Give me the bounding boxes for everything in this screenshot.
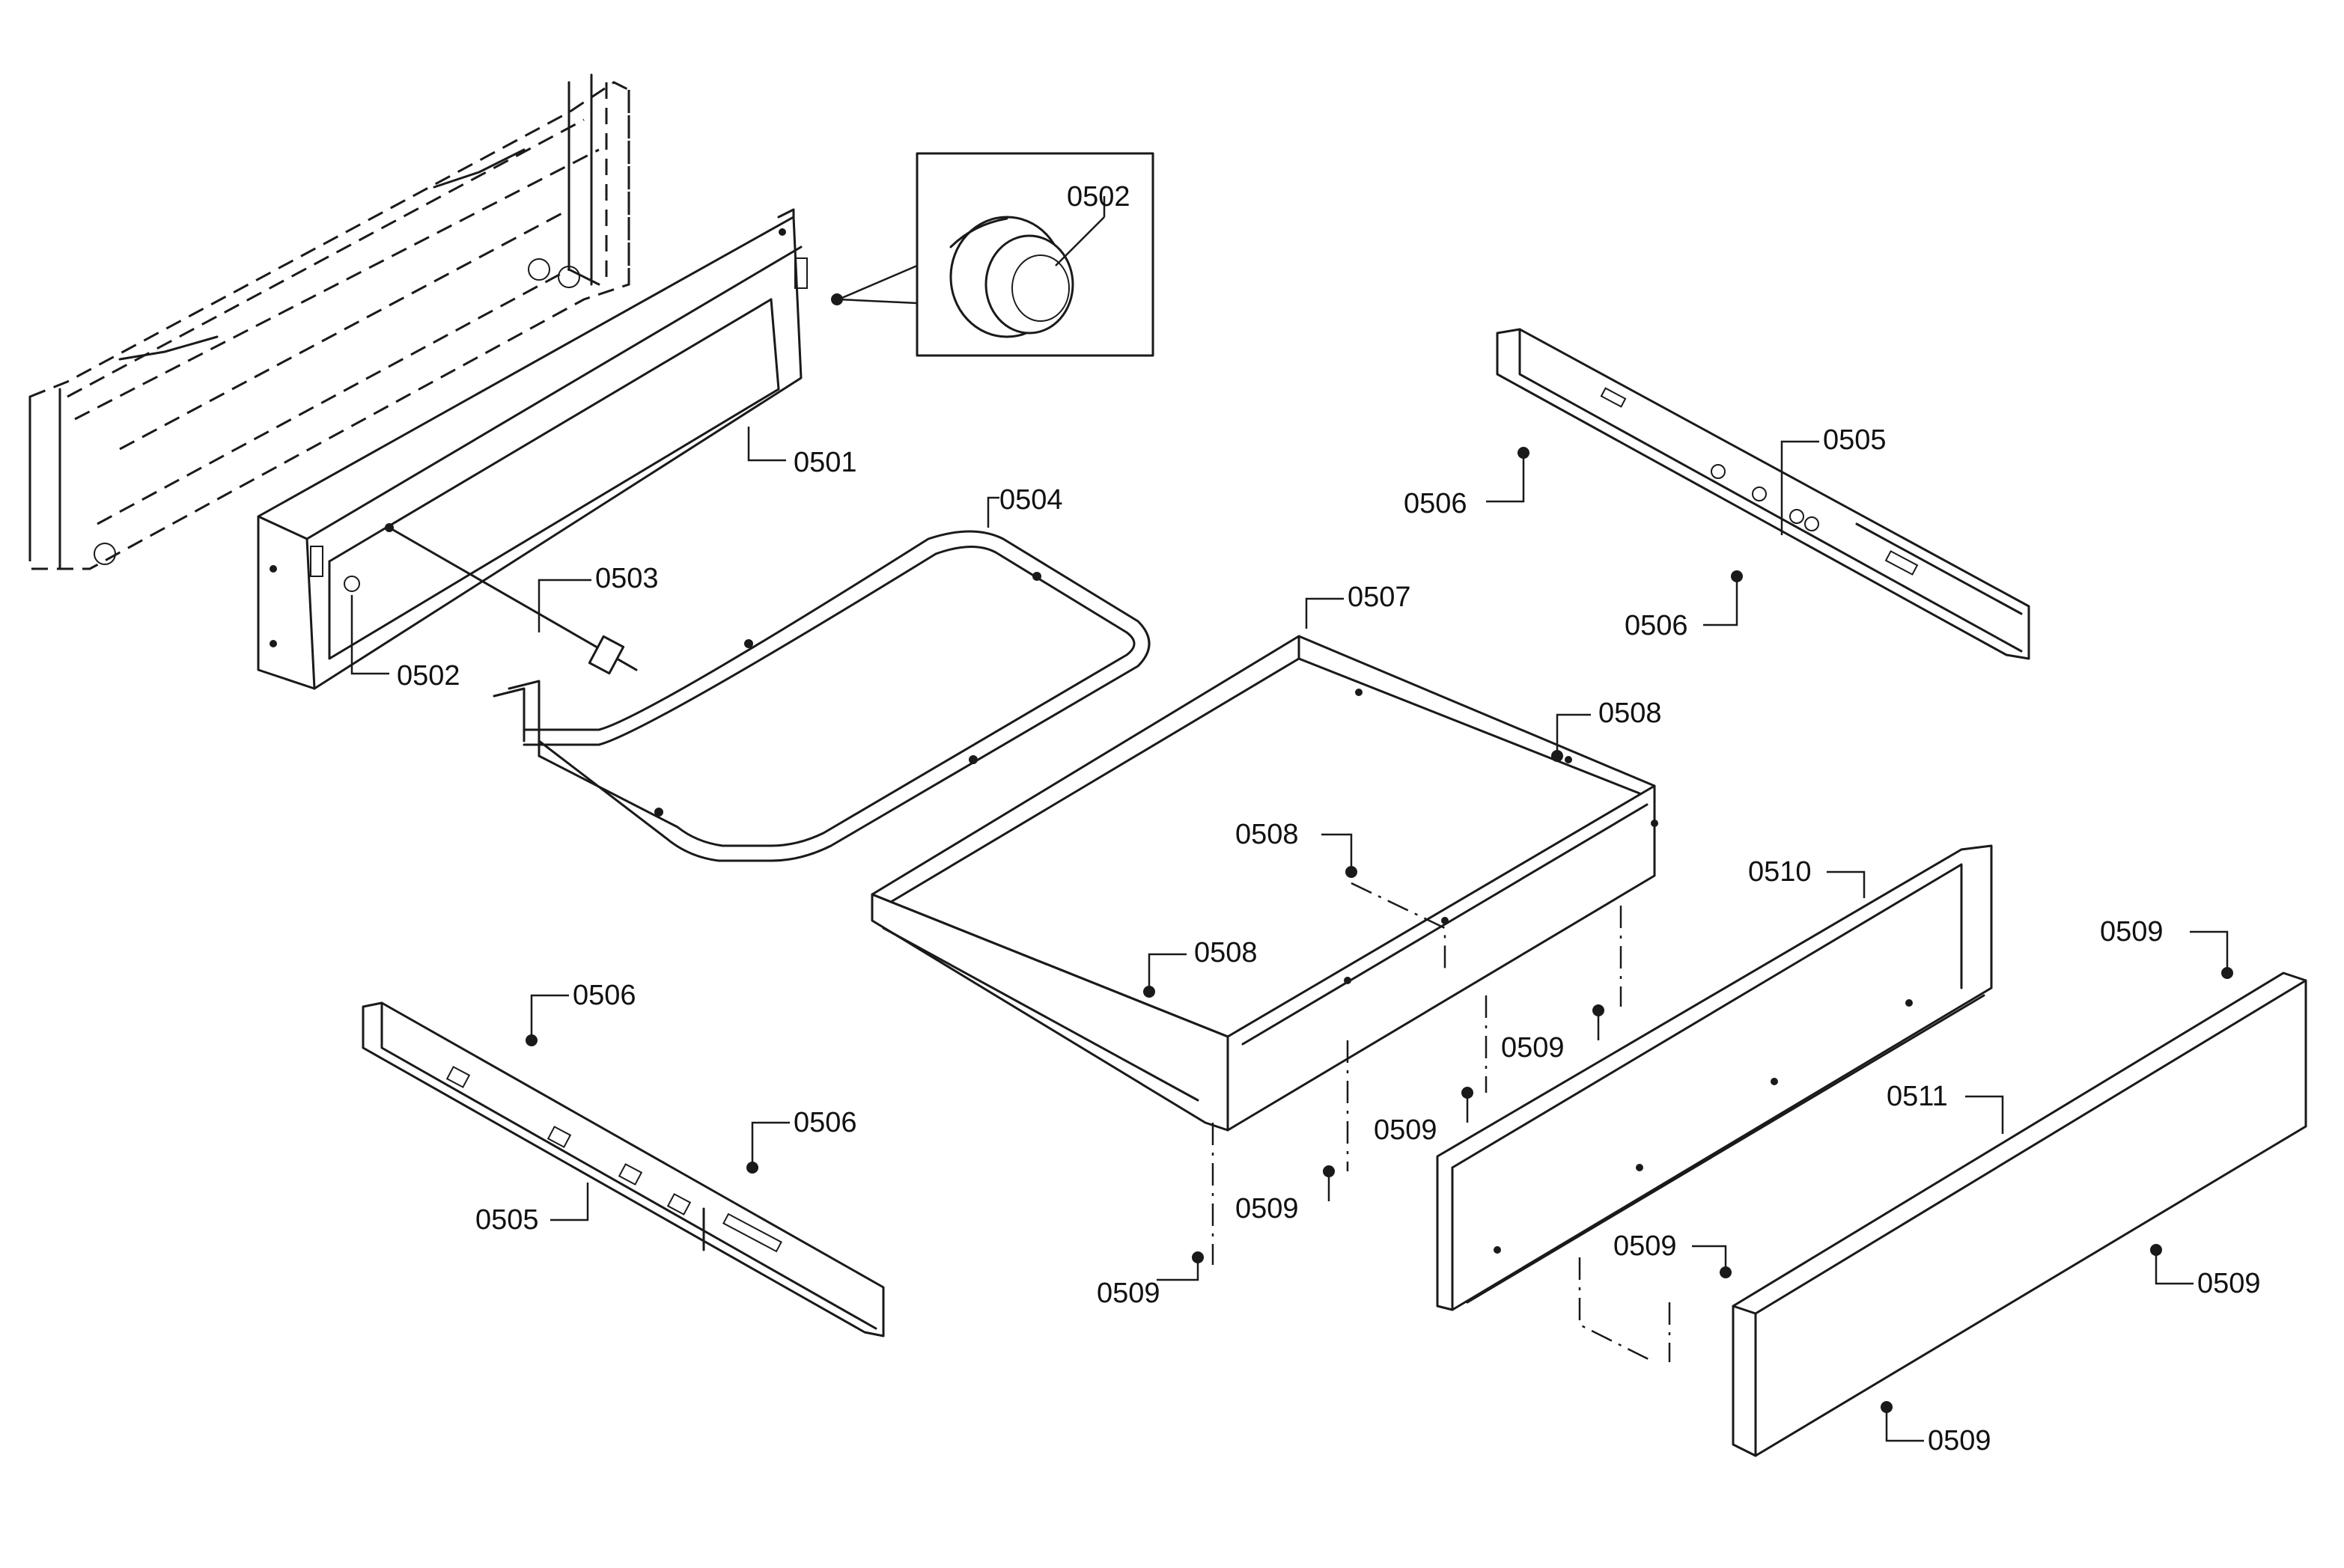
slide-rail-0505-bottom [362, 1001, 885, 1337]
label-0505-top: 0505 [1823, 424, 1887, 456]
label-0502-callout: 0502 [1067, 181, 1130, 213]
front-frame-0501 [257, 208, 808, 690]
label-0505-bottom: 0505 [475, 1204, 539, 1236]
label-0509-c: 0509 [1374, 1114, 1437, 1146]
probe-rod-0503 [385, 523, 638, 675]
inner-panel-0510 [1436, 844, 1993, 1311]
label-0509-f: 0509 [1613, 1230, 1677, 1262]
label-0506-bottom-b: 0506 [794, 1107, 857, 1138]
assembly-paths [1211, 882, 1671, 1364]
cabinet-frame-dashed [28, 73, 630, 570]
label-0509-a: 0509 [2100, 916, 2164, 948]
drawer-box-0507 [871, 635, 1658, 1132]
leader-lines [350, 427, 2229, 1442]
label-0509-d: 0509 [1235, 1193, 1299, 1224]
slide-rail-0505-top [1496, 328, 2030, 660]
knob-callout-0502 [831, 152, 1154, 357]
label-0504: 0504 [999, 484, 1063, 516]
label-0502-frame: 0502 [397, 660, 460, 692]
label-0508-a: 0508 [1598, 698, 1662, 729]
label-0508-b: 0508 [1235, 819, 1299, 850]
front-panel-0511 [1732, 971, 2307, 1457]
label-0509-e: 0509 [1097, 1278, 1160, 1309]
heating-element-0504 [493, 530, 1151, 862]
label-0506-top-b: 0506 [1625, 610, 1688, 641]
label-0511: 0511 [1887, 1081, 1948, 1112]
label-0509-g: 0509 [2197, 1268, 2261, 1299]
label-0510: 0510 [1748, 856, 1812, 888]
label-0506-top-a: 0506 [1404, 488, 1467, 519]
part-labels: 0502 0501 0504 0503 0502 0507 0505 0506 … [397, 181, 2261, 1456]
label-0503: 0503 [595, 563, 659, 594]
label-0506-bottom-a: 0506 [573, 980, 636, 1011]
label-0508-c: 0508 [1194, 937, 1258, 968]
label-0509-b: 0509 [1501, 1032, 1565, 1064]
label-0509-h: 0509 [1928, 1425, 1991, 1456]
label-0507: 0507 [1348, 582, 1411, 613]
label-0501: 0501 [794, 447, 857, 478]
